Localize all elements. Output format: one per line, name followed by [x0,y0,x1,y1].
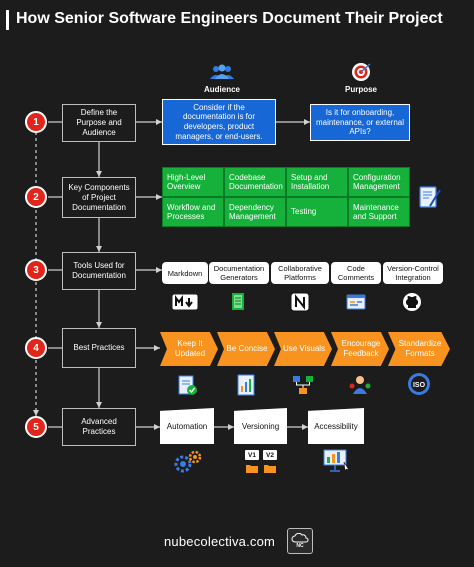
component-codebase-documentation: Codebase Documentation [224,167,286,197]
audience-icon [209,64,235,80]
tool-collaborative-platforms: Collaborative Platforms [271,262,329,284]
step-box-4: Best Practices [62,328,136,368]
component-maintenance-support: Maintenance and Support [348,197,410,227]
automation-gears-icon [172,450,202,474]
purpose-header: Purpose [344,85,377,94]
tool-markdown: Markdown [162,262,208,284]
markdown-icon [172,294,198,310]
tool-code-comments: Code Comments [331,262,381,284]
visual-flow-icon [292,374,314,396]
target-icon [350,62,372,82]
component-workflow-processes: Workflow and Processes [162,197,224,227]
step-box-5: Advanced Practices [62,408,136,446]
notion-icon [290,292,310,312]
step-badge-3: 3 [25,259,47,281]
title-accent-bar [6,10,9,30]
version-files-icon: V1 V2 [245,450,279,474]
document-pen-icon [418,184,442,210]
brand-logo: NC [287,528,313,554]
component-setup-installation: Setup and Installation [286,167,348,197]
logo-text: NC [296,543,304,549]
practice-keep-updated: Keep It Updated [160,332,218,366]
components-grid: High-Level Overview Codebase Documentati… [162,167,410,227]
practice-use-visuals: Use Visuals [274,332,332,366]
component-dependency-management: Dependency Management [224,197,286,227]
component-testing: Testing [286,197,348,227]
page-title: How Senior Software Engineers Document T… [0,6,474,34]
generator-icon [229,292,249,312]
practice-be-concise: Be Concise [217,332,275,366]
step-badge-4: 4 [25,337,47,359]
practice-standardize-formats: Standardize Formats [388,332,450,366]
tool-documentation-generators: Documentation Generators [209,262,269,284]
step-box-3: Tools Used for Documentation [62,252,136,290]
code-comment-icon [346,294,366,310]
accessibility-monitor-icon [323,448,351,474]
clipboard-check-icon [176,374,198,396]
component-configuration-management: Configuration Management [348,167,410,197]
step-box-1: Define the Purpose and Audience [62,104,136,142]
audience-description: Consider if the documentation is for dev… [162,99,276,145]
iso-label: ISO [413,382,426,389]
step-badge-5: 5 [25,416,47,438]
component-high-level-overview: High-Level Overview [162,167,224,197]
footer-website[interactable]: nubecolectiva.com [164,534,276,549]
feedback-people-icon [348,374,372,396]
advanced-accessibility: Accessibility [308,408,364,444]
github-icon [402,292,422,312]
cloud-icon [291,533,309,543]
report-chart-icon [236,374,256,396]
tool-version-control-integration: Version-Control Integration [383,262,443,284]
purpose-description: Is it for onboarding, maintenance, or ex… [310,104,410,141]
iso-badge-icon: ISO [406,372,432,396]
step-badge-2: 2 [25,186,47,208]
audience-header: Audience [203,85,240,94]
version-v1-label: V1 [245,450,259,460]
step-badge-1: 1 [25,111,47,133]
practice-encourage-feedback: Encourage Feedback [331,332,389,366]
advanced-versioning: Versioning [234,408,287,444]
advanced-automation: Automation [160,408,214,444]
version-v2-label: V2 [263,450,277,460]
step-box-2: Key Components of Project Documentation [62,177,136,218]
